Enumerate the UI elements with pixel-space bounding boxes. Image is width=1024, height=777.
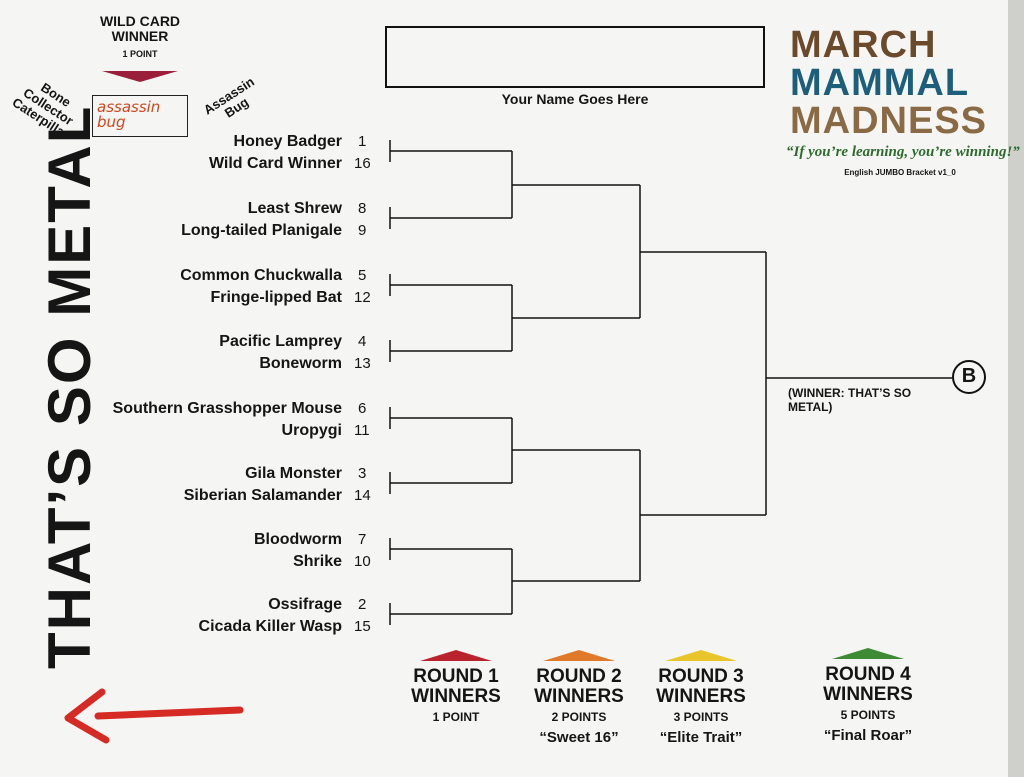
logo-line-3: MADNESS <box>790 100 988 142</box>
team-seed: 15 <box>354 618 371 635</box>
round-1-marker <box>420 650 492 661</box>
team-name: Siberian Salamander <box>183 487 342 504</box>
team-name: Gila Monster <box>245 465 342 482</box>
bracket-line <box>389 472 512 494</box>
team-name: Wild Card Winner <box>208 155 342 172</box>
bracket-line <box>511 151 640 218</box>
team-name: Cicada Killer Wasp <box>198 618 342 635</box>
round-3-title-line2: WINNERS <box>656 686 746 707</box>
round-3-marker <box>665 650 737 661</box>
bracket-line <box>639 450 766 581</box>
bracket-line <box>511 549 640 614</box>
logo-line-1: MARCH <box>790 24 937 66</box>
region-letter-badge: B <box>952 360 986 394</box>
bracket-line <box>389 140 512 162</box>
wild-card-handwritten-pick: assassin bug <box>97 98 161 131</box>
round-4-title-line2: WINNERS <box>823 684 913 705</box>
paper-edge <box>1008 0 1024 777</box>
team-name: Long-tailed Planigale <box>181 222 342 239</box>
team-seed: 16 <box>354 155 371 172</box>
bracket-version: English JUMBO Bracket v1_0 <box>844 168 956 177</box>
bracket-line <box>389 274 512 296</box>
bracket-line <box>511 285 640 351</box>
team-name: Boneworm <box>259 355 342 372</box>
team-name: Uropygi <box>281 422 342 439</box>
team-seed: 10 <box>354 553 371 570</box>
team-name: Ossifrage <box>268 596 342 613</box>
team-seed: 5 <box>358 267 367 284</box>
name-input-box[interactable] <box>385 26 765 88</box>
team-seed: 9 <box>358 222 367 239</box>
bracket-line <box>639 185 766 318</box>
team-name: Southern Grasshopper Mouse <box>112 400 342 417</box>
team-name: Bloodworm <box>254 531 342 548</box>
round-2-title-line1: ROUND 2 <box>536 666 622 687</box>
round-1-title-line1: ROUND 1 <box>413 666 499 687</box>
left-arrow-icon <box>64 688 244 744</box>
bracket-line <box>389 538 512 560</box>
bracket-line <box>765 252 952 515</box>
round-3-title-line1: ROUND 3 <box>658 666 744 687</box>
round-1-points: 1 POINT <box>432 710 480 724</box>
wild-card-pick-box[interactable]: assassin bug <box>92 95 188 137</box>
round-2-subtitle: “Sweet 16” <box>539 729 619 746</box>
round-3-legend: ROUND 3 WINNERS 3 POINTS “Elite Trait” <box>641 650 761 746</box>
team-seed: 4 <box>358 333 367 350</box>
bracket-line <box>389 407 512 429</box>
team-seed: 2 <box>358 596 367 613</box>
team-seed: 7 <box>358 531 367 548</box>
team-seed: 14 <box>354 487 371 504</box>
name-box-label: Your Name Goes Here <box>501 91 649 107</box>
team-seed: 11 <box>354 422 370 439</box>
round-4-marker <box>832 648 904 659</box>
team-name: Least Shrew <box>247 200 342 217</box>
wild-card-title: WILD CARD WINNER <box>99 13 181 44</box>
team-name: Pacific Lamprey <box>219 333 342 350</box>
round-4-legend: ROUND 4 WINNERS 5 POINTS “Final Roar” <box>808 648 928 744</box>
team-seed: 3 <box>358 465 367 482</box>
round-4-subtitle: “Final Roar” <box>823 727 913 744</box>
team-seed: 6 <box>358 400 367 417</box>
round-3-points: 3 POINTS <box>673 710 729 724</box>
logo-tagline: “If you’re learning, you’re winning!” <box>786 144 1020 160</box>
round-1-title-line2: WINNERS <box>411 686 501 707</box>
round-2-title-line2: WINNERS <box>534 686 624 707</box>
team-seed: 8 <box>358 200 367 217</box>
team-name: Honey Badger <box>233 133 342 150</box>
round-4-points: 5 POINTS <box>840 708 896 722</box>
round-2-legend: ROUND 2 WINNERS 2 POINTS “Sweet 16” <box>519 650 639 746</box>
team-name: Fringe-lipped Bat <box>210 289 342 306</box>
bracket-line <box>389 207 512 229</box>
team-seed: 1 <box>358 133 367 150</box>
round-1-legend: ROUND 1 WINNERS 1 POINT <box>396 650 516 729</box>
team-seed: 12 <box>354 289 371 306</box>
bracket-line <box>389 340 512 362</box>
march-mammal-madness-logo: MARCH MAMMAL MADNESS <box>790 26 1014 140</box>
wild-card-points: 1 POINT <box>122 49 158 59</box>
wild-card-marker <box>102 71 178 82</box>
team-name: Common Chuckwalla <box>180 267 342 284</box>
team-name: Shrike <box>293 553 342 570</box>
round-2-points: 2 POINTS <box>551 710 607 724</box>
bracket-line <box>389 603 512 625</box>
team-seed: 13 <box>354 355 371 372</box>
round-4-title-line1: ROUND 4 <box>825 664 911 685</box>
round-3-subtitle: “Elite Trait” <box>659 729 743 746</box>
bracket-line <box>511 418 640 483</box>
round-2-marker <box>543 650 615 661</box>
logo-line-2: MAMMAL <box>790 62 970 104</box>
region-winner-label: (WINNER: THAT’S SO METAL) <box>788 386 912 414</box>
